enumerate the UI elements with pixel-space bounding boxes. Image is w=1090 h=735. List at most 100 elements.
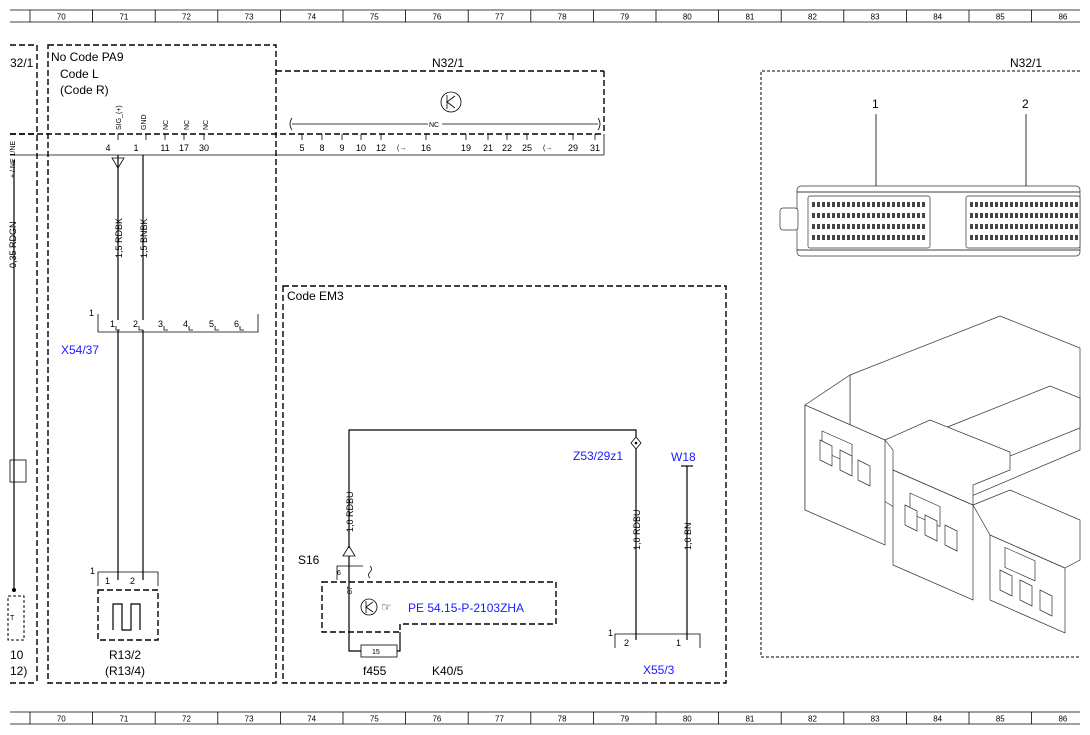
top-ruler-column-76: 76 xyxy=(432,13,441,22)
n32-pin-10: 10 xyxy=(356,143,366,153)
wire-rdbk: 1,5 RDBK xyxy=(111,155,125,580)
x54-label: X54/37 xyxy=(61,343,99,357)
bottom-ruler-column-71: 71 xyxy=(119,715,128,724)
bottom-ruler-column-70: 70 xyxy=(57,715,66,724)
left-component-fragment xyxy=(7,595,25,641)
pin-break-symbol-1: (→ xyxy=(397,145,406,152)
left-bottom-10: 10 xyxy=(10,648,24,662)
splice-label: Z53/29z1 xyxy=(573,449,623,463)
code-pa9-box: No Code PA9 Code L (Code R) xyxy=(47,44,277,684)
pointing-hand-icon: ☞ xyxy=(381,600,392,614)
top-ruler-column-83: 83 xyxy=(871,13,880,22)
top-ruler-column-73: 73 xyxy=(245,13,254,22)
n32-pin-31: 31 xyxy=(590,143,600,153)
plug-1-label: 1 xyxy=(872,97,879,111)
nc-bracket: NC xyxy=(289,117,601,131)
r13-first-pin-marker: 1 xyxy=(90,566,95,576)
top-ruler-column-82: 82 xyxy=(808,13,817,22)
bottom-ruler-column-78: 78 xyxy=(558,715,567,724)
r13-sensor: 1 1 2 R13/2 (R13/4) xyxy=(90,566,159,678)
bottom-ruler-column-73: 73 xyxy=(245,715,254,724)
top-ruler-column-81: 81 xyxy=(745,13,754,22)
bottom-ruler-column-85: 85 xyxy=(996,715,1005,724)
x54-pin-4: 4 xyxy=(183,319,188,329)
x54-pin-2: 2 xyxy=(133,319,138,329)
pin-gnd-label: GND xyxy=(141,114,148,130)
n32-pin-12: 12 xyxy=(376,143,386,153)
code-r-label: (Code R) xyxy=(60,83,109,97)
relay-transistor-icon xyxy=(360,598,378,616)
bottom-ruler-column-83: 83 xyxy=(871,715,880,724)
code-l-label: Code L xyxy=(60,67,99,81)
wire-bnbk: 1,5 BNBK xyxy=(139,155,149,580)
x55-label: X55/3 xyxy=(643,663,675,677)
fuse-value: 15 xyxy=(372,649,380,656)
n32-pin-1: 1 xyxy=(133,143,138,153)
reference-link[interactable]: PE 54.15-P-2103ZHA xyxy=(408,601,524,615)
pin-sig-label: SIG_(+) xyxy=(116,105,123,130)
top-ruler-column-71: 71 xyxy=(119,13,128,22)
wire-rdbu-right-label: 1,0 RDBU xyxy=(632,509,642,550)
top-ruler-column-84: 84 xyxy=(933,13,942,22)
n32-pin-5: 5 xyxy=(299,143,304,153)
top-ruler-column-77: 77 xyxy=(495,13,504,22)
top-ruler-column-80: 80 xyxy=(683,13,692,22)
top-ruler-column-75: 75 xyxy=(370,13,379,22)
left-connector-fragment xyxy=(9,459,27,483)
transistor-icon xyxy=(440,91,462,113)
s16-label: S16 xyxy=(298,553,320,567)
x54-connector: 1 1 2 3 4 5 6 X54/37 xyxy=(61,308,259,357)
n32-pin-16: 16 xyxy=(421,143,431,153)
x54-pin-5: 5 xyxy=(209,319,214,329)
r13-pin-2: 2 xyxy=(130,576,135,586)
r13-label: R13/2 xyxy=(109,648,141,662)
r13-alt-label: (R13/4) xyxy=(105,664,145,678)
n32-pin-21: 21 xyxy=(483,143,493,153)
bottom-ruler-column-75: 75 xyxy=(370,715,379,724)
n32-pin-11: 11 xyxy=(160,143,169,153)
n32-pin-29: 29 xyxy=(568,143,578,153)
bottom-ruler-column-84: 84 xyxy=(933,715,942,724)
left-wire-top-label: + / NE 1/NE xyxy=(10,141,17,178)
top-ruler-column-78: 78 xyxy=(558,13,567,22)
left-bottom-12: 12) xyxy=(10,664,27,678)
bottom-ruler-column-79: 79 xyxy=(620,715,629,724)
s16-pin-87: 87 xyxy=(347,586,354,594)
bottom-ruler-column-74: 74 xyxy=(307,715,316,724)
wire-rdbk-label: 1,5 RDBK xyxy=(114,218,124,258)
x54-pin-3: 3 xyxy=(158,319,163,329)
n32-pin-4: 4 xyxy=(105,143,110,153)
pin-break-symbol-2: (→ xyxy=(543,145,552,152)
wire-bnbk-label: 1,5 BNBK xyxy=(139,218,149,258)
top-ruler-column-86: 86 xyxy=(1058,13,1067,22)
top-ruler-column-79: 79 xyxy=(620,13,629,22)
r13-pin-1: 1 xyxy=(105,576,110,586)
n32-pin-19: 19 xyxy=(461,143,471,153)
pin-nc-label-2: NC xyxy=(184,120,191,130)
pin-nc-label-1: NC xyxy=(163,120,170,130)
s16-pin-6: 6 xyxy=(337,570,341,577)
x55-first-pin-marker: 1 xyxy=(608,628,613,638)
x54-pin-6: 6 xyxy=(234,319,239,329)
bottom-ruler-column-76: 76 xyxy=(432,715,441,724)
x54-pin-1: 1 xyxy=(110,319,115,329)
n32-pin-22: 22 xyxy=(502,143,512,153)
ground-label: W18 xyxy=(671,450,696,464)
top-ruler-column-72: 72 xyxy=(182,13,191,22)
x55-connector xyxy=(614,633,701,648)
top-ruler-column-85: 85 xyxy=(996,13,1005,22)
n32-title: N32/1 xyxy=(432,56,464,70)
pin-nc-label-3: NC xyxy=(203,120,210,130)
wire-bn-label: 1,0 BN xyxy=(683,522,693,550)
n32-pin-9: 9 xyxy=(339,143,344,153)
nc-bracket-label: NC xyxy=(429,122,439,129)
bottom-ruler-column-81: 81 xyxy=(745,715,754,724)
left-tee-label: T xyxy=(10,615,15,622)
x54-first-pin-marker: 1 xyxy=(89,308,94,318)
n32-pin-17: 17 xyxy=(179,143,189,153)
x55-pin-2: 2 xyxy=(624,638,629,648)
n32-connector-view: N32/1 1 2 xyxy=(760,56,1081,658)
